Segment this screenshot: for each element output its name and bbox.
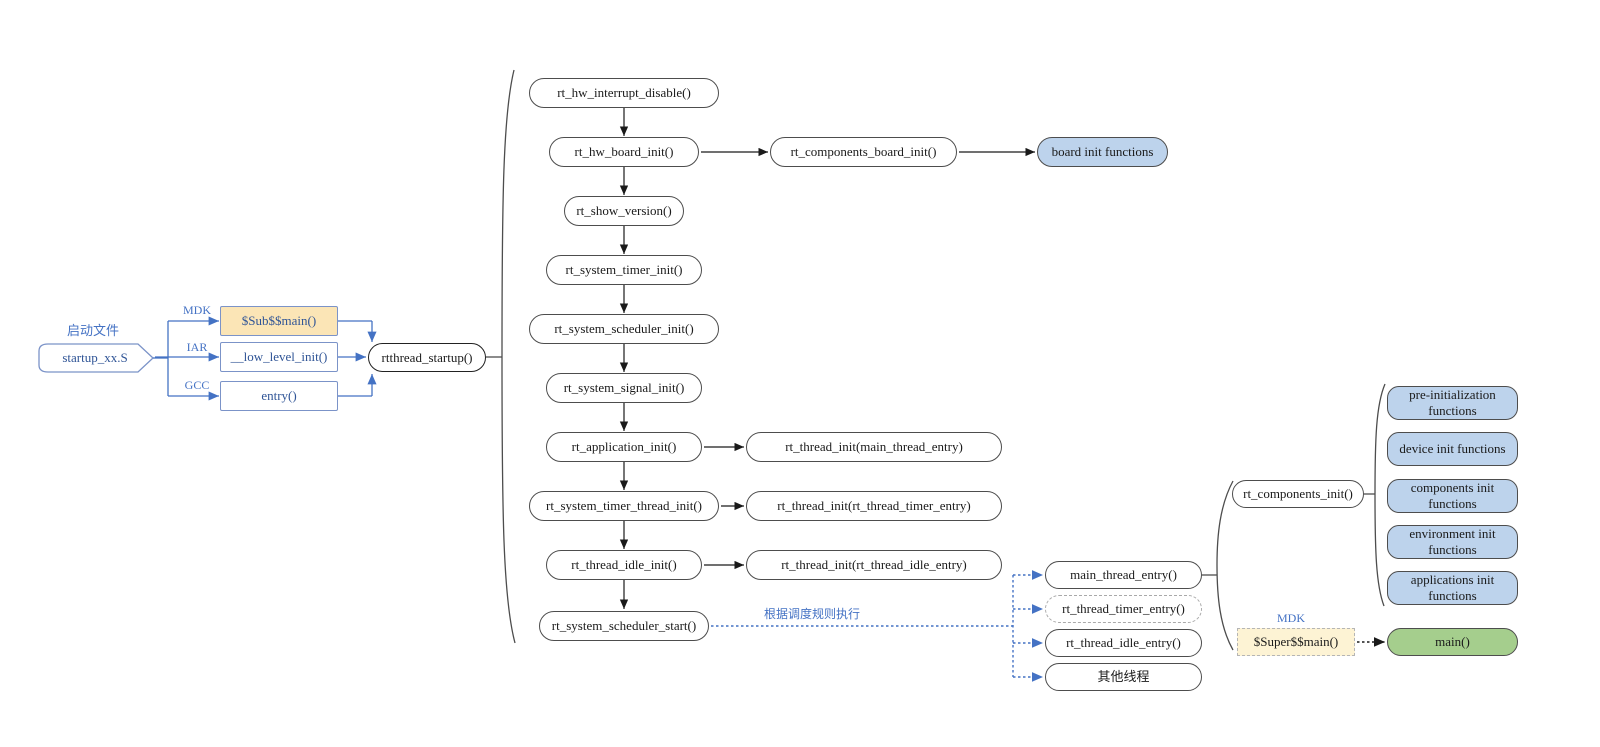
node-entry: entry() <box>220 381 338 411</box>
node-applications-init-functions: applications init functions <box>1387 571 1518 605</box>
node-low-level-init: __low_level_init() <box>220 342 338 372</box>
node-system-timer-thread-init: rt_system_timer_thread_init() <box>529 491 719 521</box>
node-system-scheduler-start: rt_system_scheduler_start() <box>539 611 709 641</box>
node-sub-main: $Sub$$main() <box>220 306 338 336</box>
node-board-init-functions: board init functions <box>1037 137 1168 167</box>
node-device-init-functions: device init functions <box>1387 432 1518 466</box>
node-pre-initialization-functions: pre-initialization functions <box>1387 386 1518 420</box>
node-thread-init-timer: rt_thread_init(rt_thread_timer_entry) <box>746 491 1002 521</box>
node-components-init-functions: components init functions <box>1387 479 1518 513</box>
node-system-timer-init: rt_system_timer_init() <box>546 255 702 285</box>
node-main: main() <box>1387 628 1518 656</box>
node-thread-init-main: rt_thread_init(main_thread_entry) <box>746 432 1002 462</box>
node-main-thread-entry: main_thread_entry() <box>1045 561 1202 589</box>
node-application-init: rt_application_init() <box>546 432 702 462</box>
node-components-init: rt_components_init() <box>1232 480 1364 508</box>
node-system-scheduler-init: rt_system_scheduler_init() <box>529 314 719 344</box>
node-components-board-init: rt_components_board_init() <box>770 137 957 167</box>
scheduler-rule-note: 根据调度规则执行 <box>763 606 860 621</box>
components-init-brace <box>1374 383 1386 607</box>
node-super-main: $Super$$main() <box>1237 628 1355 656</box>
node-thread-idle-init: rt_thread_idle_init() <box>546 550 702 580</box>
startup-sequence-brace <box>501 69 516 644</box>
startup-file-shape <box>38 343 154 373</box>
toolchain-label-gcc: GCC <box>184 377 210 392</box>
toolchain-label-mdk: MDK <box>182 302 211 317</box>
startup-file-title: 启动文件 <box>66 322 119 338</box>
node-thread-idle-entry: rt_thread_idle_entry() <box>1045 629 1202 657</box>
node-show-version: rt_show_version() <box>564 196 684 226</box>
main-thread-brace <box>1216 480 1234 651</box>
toolchain-label-iar: IAR <box>186 339 208 354</box>
node-environment-init-functions: environment init functions <box>1387 525 1518 559</box>
node-hw-interrupt-disable: rt_hw_interrupt_disable() <box>529 78 719 108</box>
node-rtthread-startup: rtthread_startup() <box>368 343 486 372</box>
node-thread-init-idle: rt_thread_init(rt_thread_idle_entry) <box>746 550 1002 580</box>
node-other-threads: 其他线程 <box>1045 663 1202 691</box>
super-main-mdk-label: MDK <box>1276 610 1305 625</box>
node-hw-board-init: rt_hw_board_init() <box>549 137 699 167</box>
node-thread-timer-entry: rt_thread_timer_entry() <box>1045 595 1202 623</box>
startup-file-node: startup_xx.S <box>62 350 128 365</box>
node-system-signal-init: rt_system_signal_init() <box>546 373 702 403</box>
